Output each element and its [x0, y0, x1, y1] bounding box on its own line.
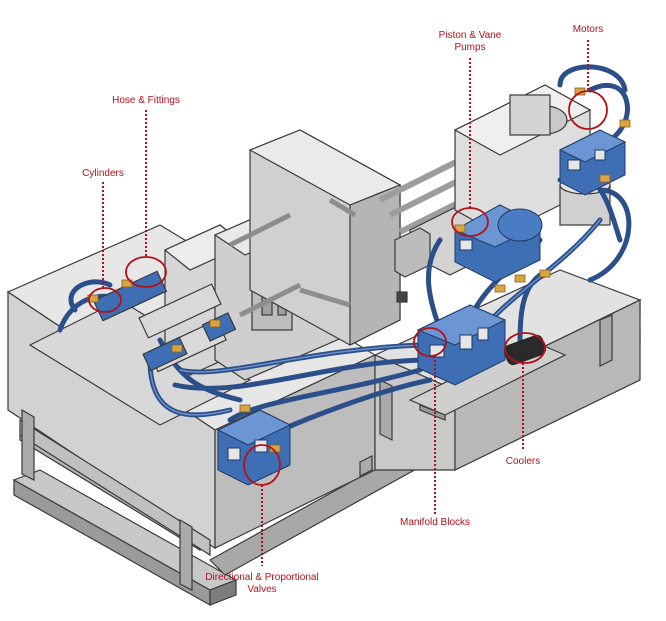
- label-piston-vane-pumps: Piston & Vane Pumps: [430, 30, 510, 54]
- label-directional-line2: Valves: [247, 584, 277, 595]
- injection-unit: [378, 84, 611, 303]
- label-coolers: Coolers: [505, 456, 541, 467]
- label-piston-vane-pumps-line1: Piston & Vane: [438, 30, 502, 41]
- callout-circle-cylinders: [88, 287, 122, 313]
- callout-circle-coolers: [504, 332, 546, 364]
- callout-circle-manifold: [413, 327, 447, 357]
- callout-circle-motors: [568, 90, 608, 130]
- label-manifold-blocks: Manifold Blocks: [399, 517, 471, 528]
- label-motors: Motors: [572, 24, 604, 35]
- manifold-block: [416, 304, 507, 386]
- fittings: [87, 87, 631, 453]
- label-piston-vane-pumps-line2: Pumps: [454, 42, 486, 53]
- piston-vane-pump: [453, 204, 543, 283]
- callout-leaders: [102, 40, 589, 566]
- label-cylinders: Cylinders: [82, 168, 124, 179]
- callout-circles: [88, 90, 608, 486]
- label-directional-proportional-valves: Directional & Proportional Valves: [192, 572, 332, 596]
- callout-circle-hose-fittings: [125, 256, 167, 288]
- label-directional-line1: Directional & Proportional: [205, 572, 319, 583]
- label-hose-fittings: Hose & Fittings: [112, 95, 180, 106]
- cylinders: [92, 270, 237, 373]
